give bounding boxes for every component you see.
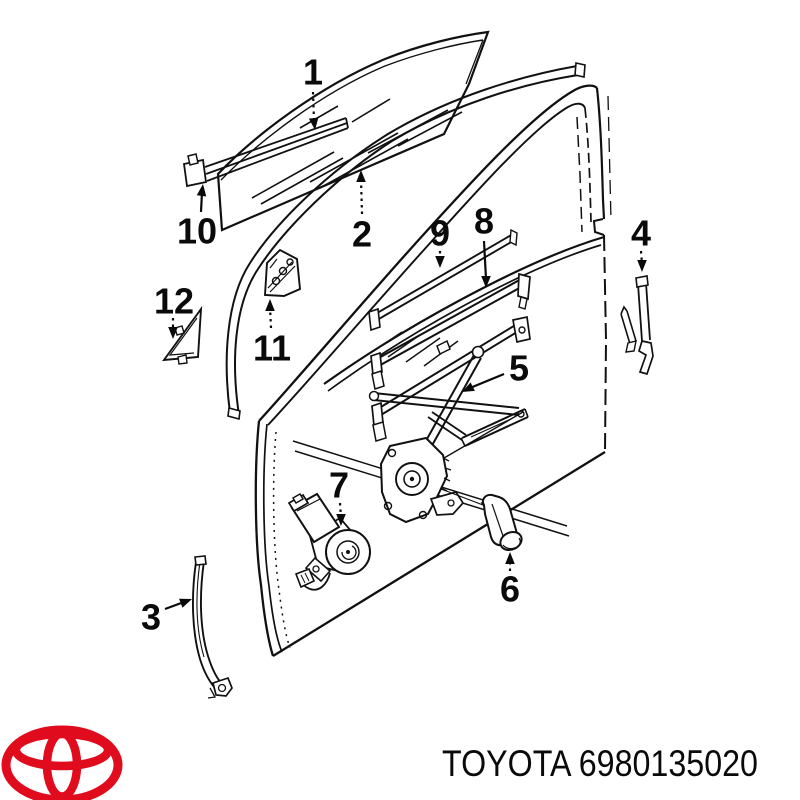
callout-8: 8 bbox=[474, 201, 494, 288]
callout-7: 7 bbox=[329, 465, 349, 526]
callout-12: 12 bbox=[154, 281, 194, 339]
svg-text:6: 6 bbox=[500, 569, 520, 610]
callout-4: 4 bbox=[631, 213, 651, 272]
svg-text:11: 11 bbox=[253, 328, 291, 369]
svg-text:12: 12 bbox=[154, 281, 194, 322]
svg-text:1: 1 bbox=[303, 52, 323, 93]
corner-trim bbox=[162, 305, 203, 365]
callout-6: 6 bbox=[500, 552, 520, 610]
belt-molding-outer bbox=[370, 272, 531, 390]
svg-text:4: 4 bbox=[631, 213, 651, 254]
toyota-logo bbox=[1, 725, 123, 800]
svg-text:5: 5 bbox=[509, 348, 529, 389]
svg-text:8: 8 bbox=[474, 201, 494, 242]
regulator-handle bbox=[480, 493, 523, 551]
svg-text:2: 2 bbox=[352, 214, 372, 255]
glass-reflection-lines bbox=[251, 98, 463, 205]
svg-text:7: 7 bbox=[329, 465, 349, 506]
callout-1: 1 bbox=[303, 52, 323, 130]
svg-text:9: 9 bbox=[430, 213, 450, 254]
caption: TOYOTA 6980135020 bbox=[442, 743, 758, 784]
svg-text:10: 10 bbox=[177, 211, 217, 252]
svg-text:3: 3 bbox=[141, 597, 161, 638]
callout-9: 9 bbox=[430, 213, 450, 268]
outer-weatherstrip bbox=[182, 117, 349, 188]
rear-lower-channel bbox=[620, 275, 654, 376]
belt-molding-inner bbox=[368, 228, 518, 332]
callout-2: 2 bbox=[352, 170, 372, 255]
callout-10: 10 bbox=[177, 184, 217, 252]
regulator-motor bbox=[287, 492, 371, 591]
window-regulator bbox=[368, 315, 531, 524]
callout-5: 5 bbox=[462, 348, 529, 392]
front-lower-channel bbox=[191, 555, 233, 699]
callout-3: 3 bbox=[141, 597, 192, 638]
door-glass bbox=[216, 30, 490, 232]
glass-run-channel bbox=[225, 62, 586, 421]
callout-11: 11 bbox=[253, 299, 291, 369]
mirror-bracket bbox=[263, 248, 302, 297]
